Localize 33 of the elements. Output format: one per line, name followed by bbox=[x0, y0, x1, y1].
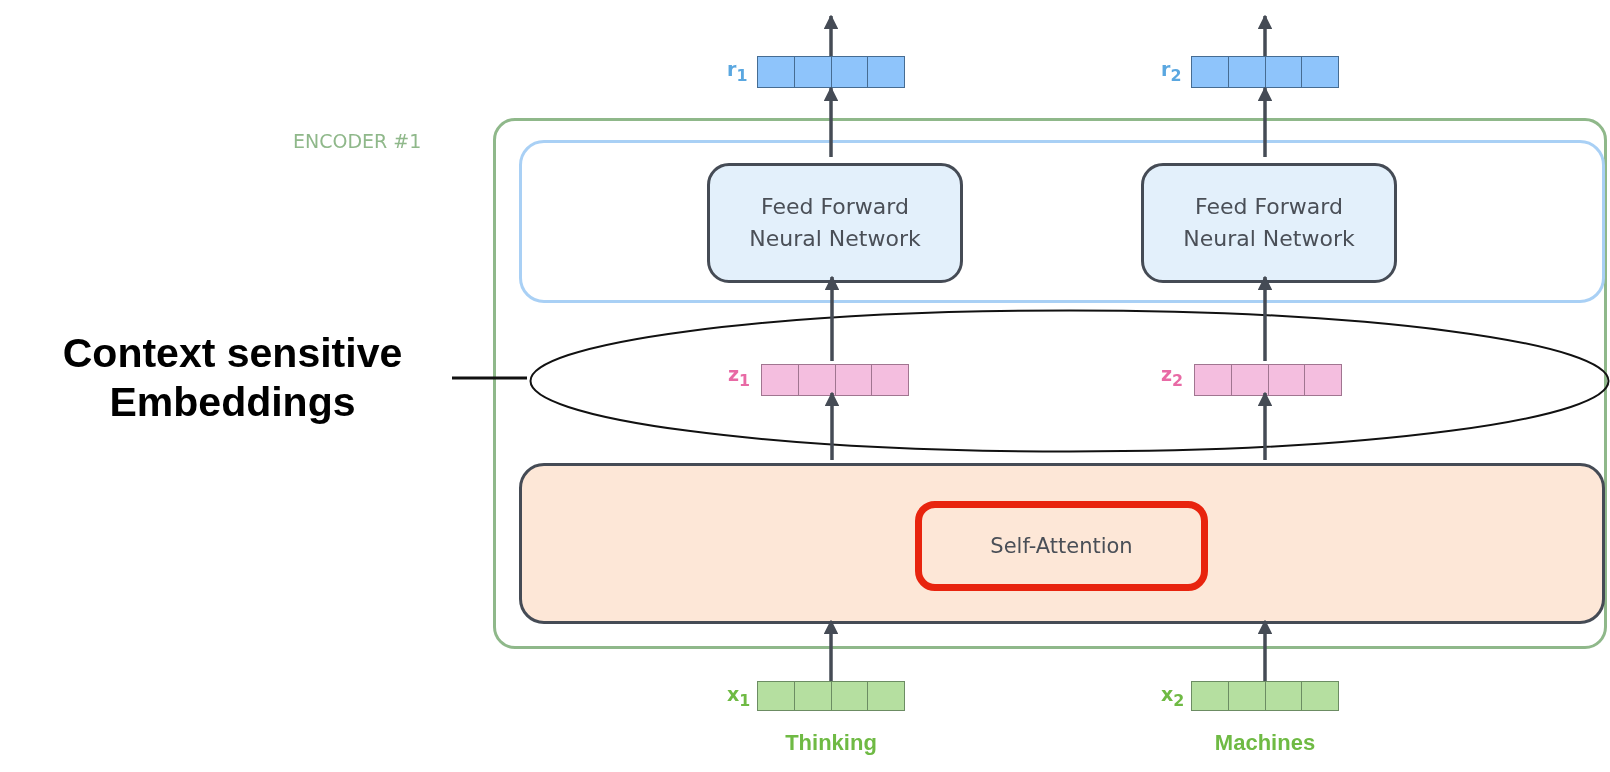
leader-line bbox=[452, 376, 527, 380]
box-label: Feed Forward Neural Network bbox=[748, 193, 922, 253]
arrow bbox=[1257, 86, 1273, 157]
vector-label: x$_{1}$ bbox=[727, 683, 751, 710]
vector-label: z$_{2}$ bbox=[1161, 363, 1184, 390]
embedding-vector bbox=[757, 681, 905, 711]
arrow bbox=[1257, 14, 1273, 56]
box-label: Self-Attention bbox=[989, 532, 1134, 560]
arrow bbox=[1257, 275, 1273, 361]
box-label: Feed Forward Neural Network bbox=[1182, 193, 1356, 253]
arrow bbox=[824, 275, 840, 361]
arrow bbox=[824, 391, 840, 460]
arrow bbox=[823, 14, 839, 56]
embedding-vector bbox=[757, 56, 905, 88]
layer-band bbox=[519, 463, 1605, 624]
vector-label: r$_{2}$ bbox=[1161, 58, 1182, 85]
arrow bbox=[1257, 619, 1273, 681]
encoder-heading: ENCODER #1 bbox=[293, 130, 422, 152]
vector-label: x$_{2}$ bbox=[1161, 683, 1185, 710]
callout-text: Context sensitive Embeddings bbox=[61, 328, 404, 427]
arrow bbox=[823, 86, 839, 157]
vector-label: r$_{1}$ bbox=[727, 58, 748, 85]
input-word: Thinking bbox=[784, 730, 878, 756]
embedding-vector bbox=[1191, 56, 1339, 88]
embedding-vector bbox=[761, 364, 909, 396]
embedding-vector bbox=[1194, 364, 1342, 396]
arrow bbox=[1257, 391, 1273, 460]
encoder-frame bbox=[493, 118, 1607, 649]
input-word: Machines bbox=[1213, 730, 1317, 756]
vector-label: z$_{1}$ bbox=[728, 363, 751, 390]
arrow bbox=[823, 619, 839, 681]
layer-band bbox=[519, 140, 1605, 303]
embedding-vector bbox=[1191, 681, 1339, 711]
